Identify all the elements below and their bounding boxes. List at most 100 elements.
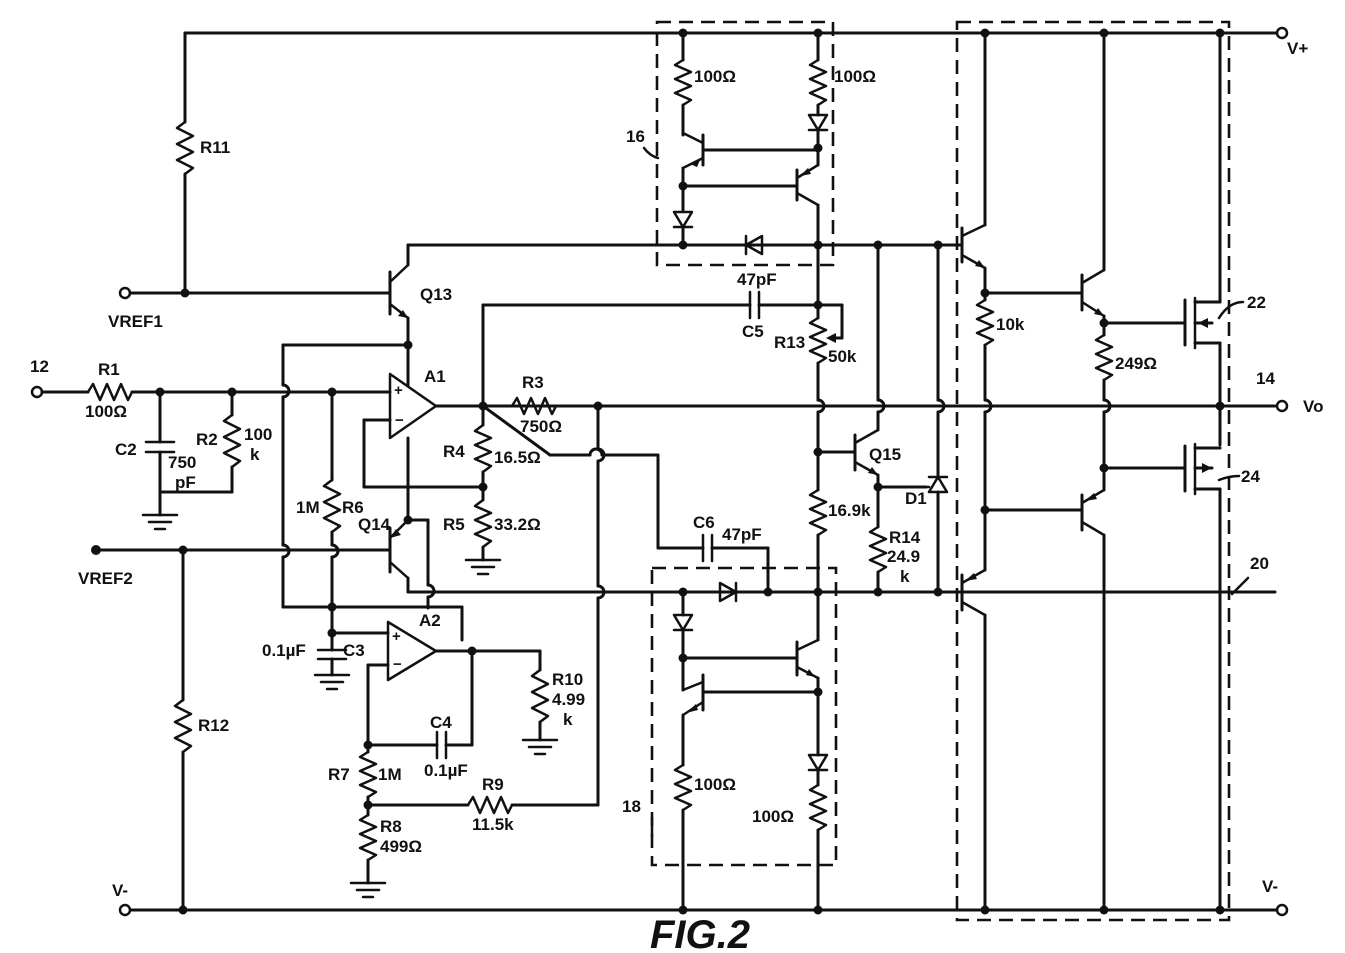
r1-value: 100Ω [85,402,127,421]
r4-value: 16.5Ω [494,448,541,467]
v-minus-rail: V- V- [112,877,1289,917]
q14-label: Q14 [358,515,391,534]
r5-label: R5 [443,515,465,534]
r11-label: R11 [200,138,230,157]
v-minus-right-label: V- [1262,877,1278,896]
resistor-r10: R10 4.99 k [521,668,585,756]
q15-label: Q15 [869,445,901,464]
a1-label: A1 [424,367,446,386]
vref1-node: VREF1 [108,286,392,331]
svg-text:+: + [394,382,403,399]
c3-value: 0.1µF [262,641,306,660]
r13-label: R13 [774,333,805,352]
block-20: 20 10k [936,20,1269,922]
r8-label: R8 [380,817,402,836]
v-plus-label: V+ [1287,39,1308,58]
resistor-r1: R1 100Ω [40,360,392,421]
ground-c2 [141,513,179,531]
feedback-loop-left [281,343,464,609]
capacitor-c6: C6 47pF [693,513,773,597]
d1-label: D1 [905,489,927,508]
b16-r-left-value: 100Ω [694,67,736,86]
capacitor-c5: 47pF C5 [481,270,820,408]
output-ref-label: 14 [1256,369,1275,388]
capacitor-c4: C4 0.1µF [363,649,474,780]
block-16: 16 100Ω 100Ω [626,20,876,267]
q13-label: Q13 [420,285,452,304]
vref2-label: VREF2 [78,569,133,588]
r14-label: R14 [889,528,921,547]
upper-bias-line [658,240,962,250]
a2-to-q14-wire [406,518,436,610]
r14-unit: k [900,567,910,586]
c5-value: 47pF [737,270,777,289]
resistor-r12: R12 [173,548,229,915]
v-minus-left-terminal [118,903,132,917]
r10-label: R10 [552,670,583,689]
r9-label: R9 [482,775,504,794]
svg-text:+: + [392,628,401,645]
block-18: 18 100Ω 100Ω [622,566,838,915]
r6-value: 1M [296,498,320,517]
r12-label: R12 [198,716,229,735]
output-vo-label: Vo [1303,397,1323,416]
b18-r-left-value: 100Ω [694,775,736,794]
diode-d1: D1 [905,243,949,597]
resistor-r9: R9 11.5k [366,404,606,834]
v-minus-left-label: V- [112,881,128,900]
capacitor-c2: C2 750 pF [115,390,196,517]
r1-label: R1 [98,360,120,379]
capacitor-c3: 0.1µF C3 [262,641,365,691]
r10k-value: 10k [996,315,1025,334]
c6-value: 47pF [722,525,762,544]
block-16-label: 16 [626,127,645,146]
block-18-label: 18 [622,797,641,816]
mos-24-label: 24 [1241,467,1260,486]
r10-value: 4.99 [552,690,585,709]
r4-label: R4 [443,442,465,461]
resistor-16k9: 16.9k [808,488,871,597]
c2-label: C2 [115,440,137,459]
b18-r-right-value: 100Ω [752,807,794,826]
output-terminal: 14 Vo [1256,369,1323,416]
resistor-r3: R3 750Ω [510,373,562,436]
r13-value: 50k [828,347,857,366]
r7-value: 1M [378,765,402,784]
c4-value: 0.1µF [424,761,468,780]
resistor-r7: R7 1M [328,743,402,810]
resistor-r2: R2 100 k [158,390,272,494]
transistor-q15: Q15 [816,243,928,492]
r2-value: 100 [244,425,272,444]
r7-label: R7 [328,765,350,784]
r16k9-value: 16.9k [828,501,871,520]
v-minus-right-terminal [1275,903,1289,917]
svg-text:−: − [393,656,402,673]
b16-r-right-value: 100Ω [834,67,876,86]
c6-label: C6 [693,513,715,532]
resistor-r4: R4 16.5Ω [443,404,541,489]
figure-caption: FIG.2 [650,913,750,953]
vref1-label: VREF1 [108,312,163,331]
resistor-r5: R5 33.2Ω [443,485,541,562]
r10-unit: k [563,710,573,729]
svg-text:−: − [395,412,404,429]
input-ref-label: 12 [30,357,49,376]
a2-label: A2 [419,611,441,630]
ground-r5 [464,558,502,576]
vref2-node: VREF2 [78,545,392,588]
transistor-q13: Q13 [388,243,662,387]
opamp-a1: + − A1 [362,340,1277,522]
c2-value: 750 [168,453,196,472]
block-20-label: 20 [1250,554,1269,573]
r5-value: 33.2Ω [494,515,541,534]
c5-label: C5 [742,322,764,341]
c4-label: C4 [430,713,452,732]
r2-unit: k [250,445,260,464]
transistor-q14: Q14 [358,515,1277,594]
r14-value: 24.9 [887,547,920,566]
v-plus-rail: V+ [183,26,1308,58]
r249-value: 249Ω [1115,354,1157,373]
r9-value: 11.5k [472,815,514,834]
c3-label: C3 [343,641,365,660]
